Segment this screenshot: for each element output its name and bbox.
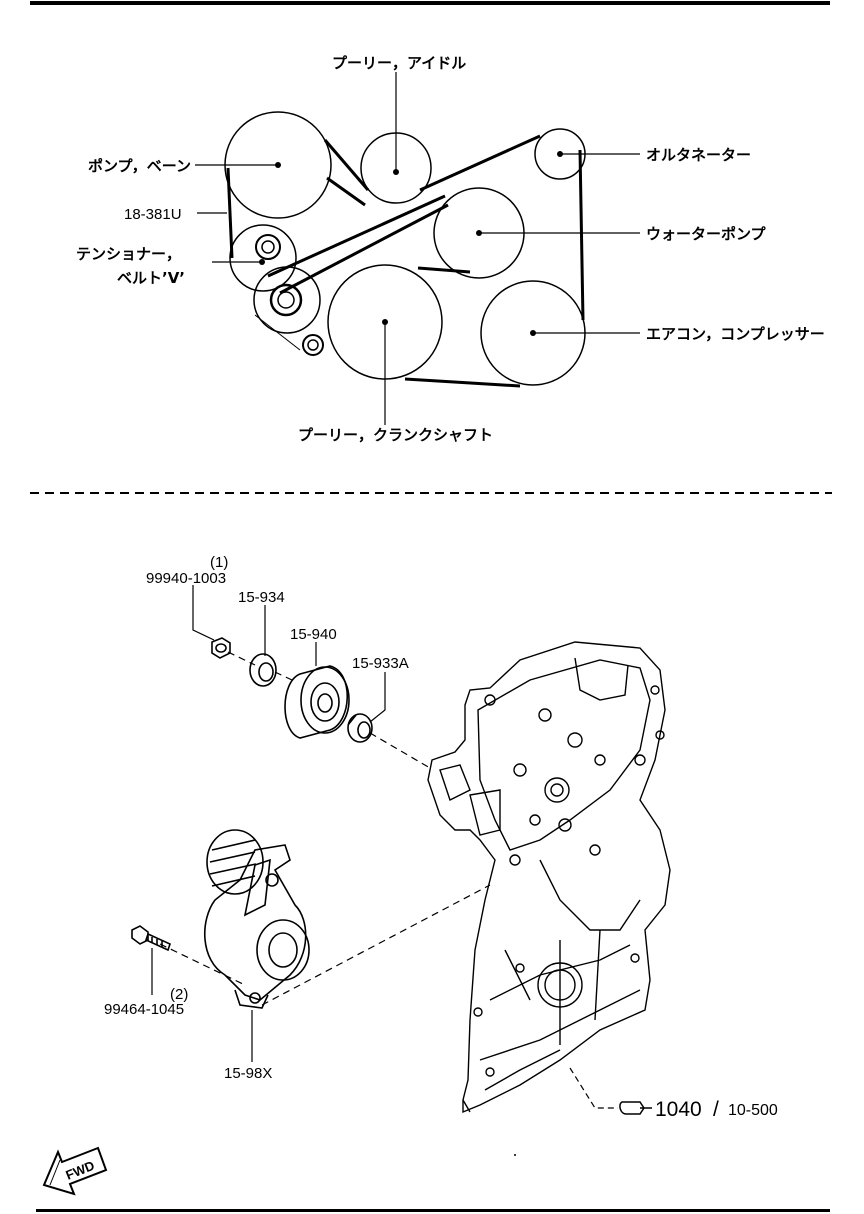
label-bolt: 99464-1045	[104, 1001, 184, 1018]
label-qty-1: (1)	[210, 554, 228, 571]
belt-leader-lines	[195, 72, 640, 425]
v-belt	[226, 134, 585, 388]
label-part-18-381u: 18-381U	[124, 206, 182, 223]
reference-main: 1040	[655, 1098, 702, 1121]
label-belt-v: ベルト’V’	[117, 269, 185, 287]
timing-chain-cover	[427, 641, 671, 1114]
label-water-pump: ウォーターポンプ	[646, 225, 767, 243]
label-15-940: 15-940	[290, 626, 337, 643]
tensioner-bolt	[302, 334, 324, 356]
label-ac-compressor: エアコン，コンプレッサー	[646, 325, 825, 343]
label-vane-pump: ポンプ，ベーン	[88, 157, 191, 175]
part-leader-lines	[151, 585, 618, 1109]
bolt-part	[131, 925, 171, 952]
label-15-98x: 15-98X	[224, 1065, 272, 1082]
idler-pulley-part	[284, 665, 350, 739]
bottom-rule	[36, 1209, 830, 1212]
reference-sub: 10-500	[728, 1102, 778, 1119]
tensioner-assembly-part	[204, 829, 310, 1009]
label-tensioner: テンショナー，	[76, 245, 181, 263]
label-15-934: 15-934	[238, 589, 285, 606]
tensioner-pulley	[253, 266, 321, 334]
stray-dot	[514, 1154, 516, 1156]
tensioner-pivot	[255, 234, 281, 260]
label-qty-2: (2)	[170, 986, 188, 1003]
washer-part	[249, 653, 277, 687]
label-15-933a: 15-933A	[352, 655, 409, 672]
assembly-lines	[159, 651, 491, 1006]
reference-callout[interactable]: 1040 / 10-500	[619, 1098, 778, 1121]
belt-routing-diagram	[195, 72, 640, 425]
spacer-part	[347, 713, 373, 743]
tensioner-arm-circle	[229, 224, 297, 292]
label-alternator: オルタネーター	[646, 146, 751, 164]
exploded-view	[131, 585, 671, 1114]
reference-separator: /	[713, 1098, 719, 1121]
label-crankshaft-pulley: プーリー，クランクシャフト	[298, 426, 493, 444]
nut-part	[211, 637, 231, 659]
forward-arrow-icon: FWD	[42, 1146, 108, 1196]
label-nut: 99940-1003	[146, 570, 226, 587]
hand-pointer-icon	[619, 1101, 652, 1115]
top-rule	[30, 1, 830, 5]
label-idler-pulley: プーリー，アイドル	[332, 54, 466, 72]
